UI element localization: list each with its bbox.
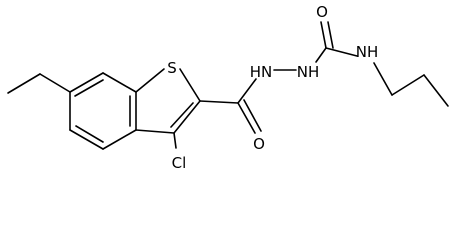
atom-carbonyl-oxygen-2: O [316,3,328,21]
bond-ethyl-ch3 [7,73,41,94]
bond-butyl-3 [423,74,449,107]
atom-sulfur: S [167,59,177,77]
bond-nh-urea-carbon [315,47,327,63]
bond-benzene-5-inner [75,125,104,143]
bond-thiophene-c3-c3a [135,129,175,134]
atom-hydrazide-nh-1: HN [250,63,273,81]
atom-amide-nh: NH [356,43,379,61]
bond-carbonyl-o-1 [237,102,256,134]
atom-carbonyl-oxygen-1: O [253,135,265,153]
bond-urea-carbonyl-o-double [327,21,334,49]
bond-thiophene-c2-c3 [173,100,201,134]
structure-canvas: S Cl O HN NH O NH [7,3,449,172]
bond-butyl-2 [391,74,425,96]
bond-urea-carbon-nh [325,47,358,57]
bond-thiophene-c7a-s [135,68,165,93]
atom-hydrazide-nh-2: NH [297,63,320,81]
chemical-structure-diagram: S Cl O HN NH O NH [7,3,449,172]
bond-benzene-4 [102,129,137,150]
bond-c3-cl [173,132,177,149]
bond-benzene-1-inner [74,79,104,97]
bond-carbonyl-nh [237,78,257,104]
bond-ethyl-ch2 [39,73,71,93]
bond-carbonyl-o-1-double [243,99,262,132]
bond-nh-butyl-1 [373,62,393,96]
bond-thiophene-s-c2 [179,68,201,102]
bond-urea-carbonyl-o [320,21,327,49]
bond-c2-carbonyl [199,100,239,104]
bond-thiophene-c2-c3-inner [170,102,194,128]
bond-benzene-2 [102,72,137,93]
bond-benzene-1 [69,72,104,93]
atom-chlorine: Cl [172,154,187,172]
bond-benzene-5 [69,129,104,150]
